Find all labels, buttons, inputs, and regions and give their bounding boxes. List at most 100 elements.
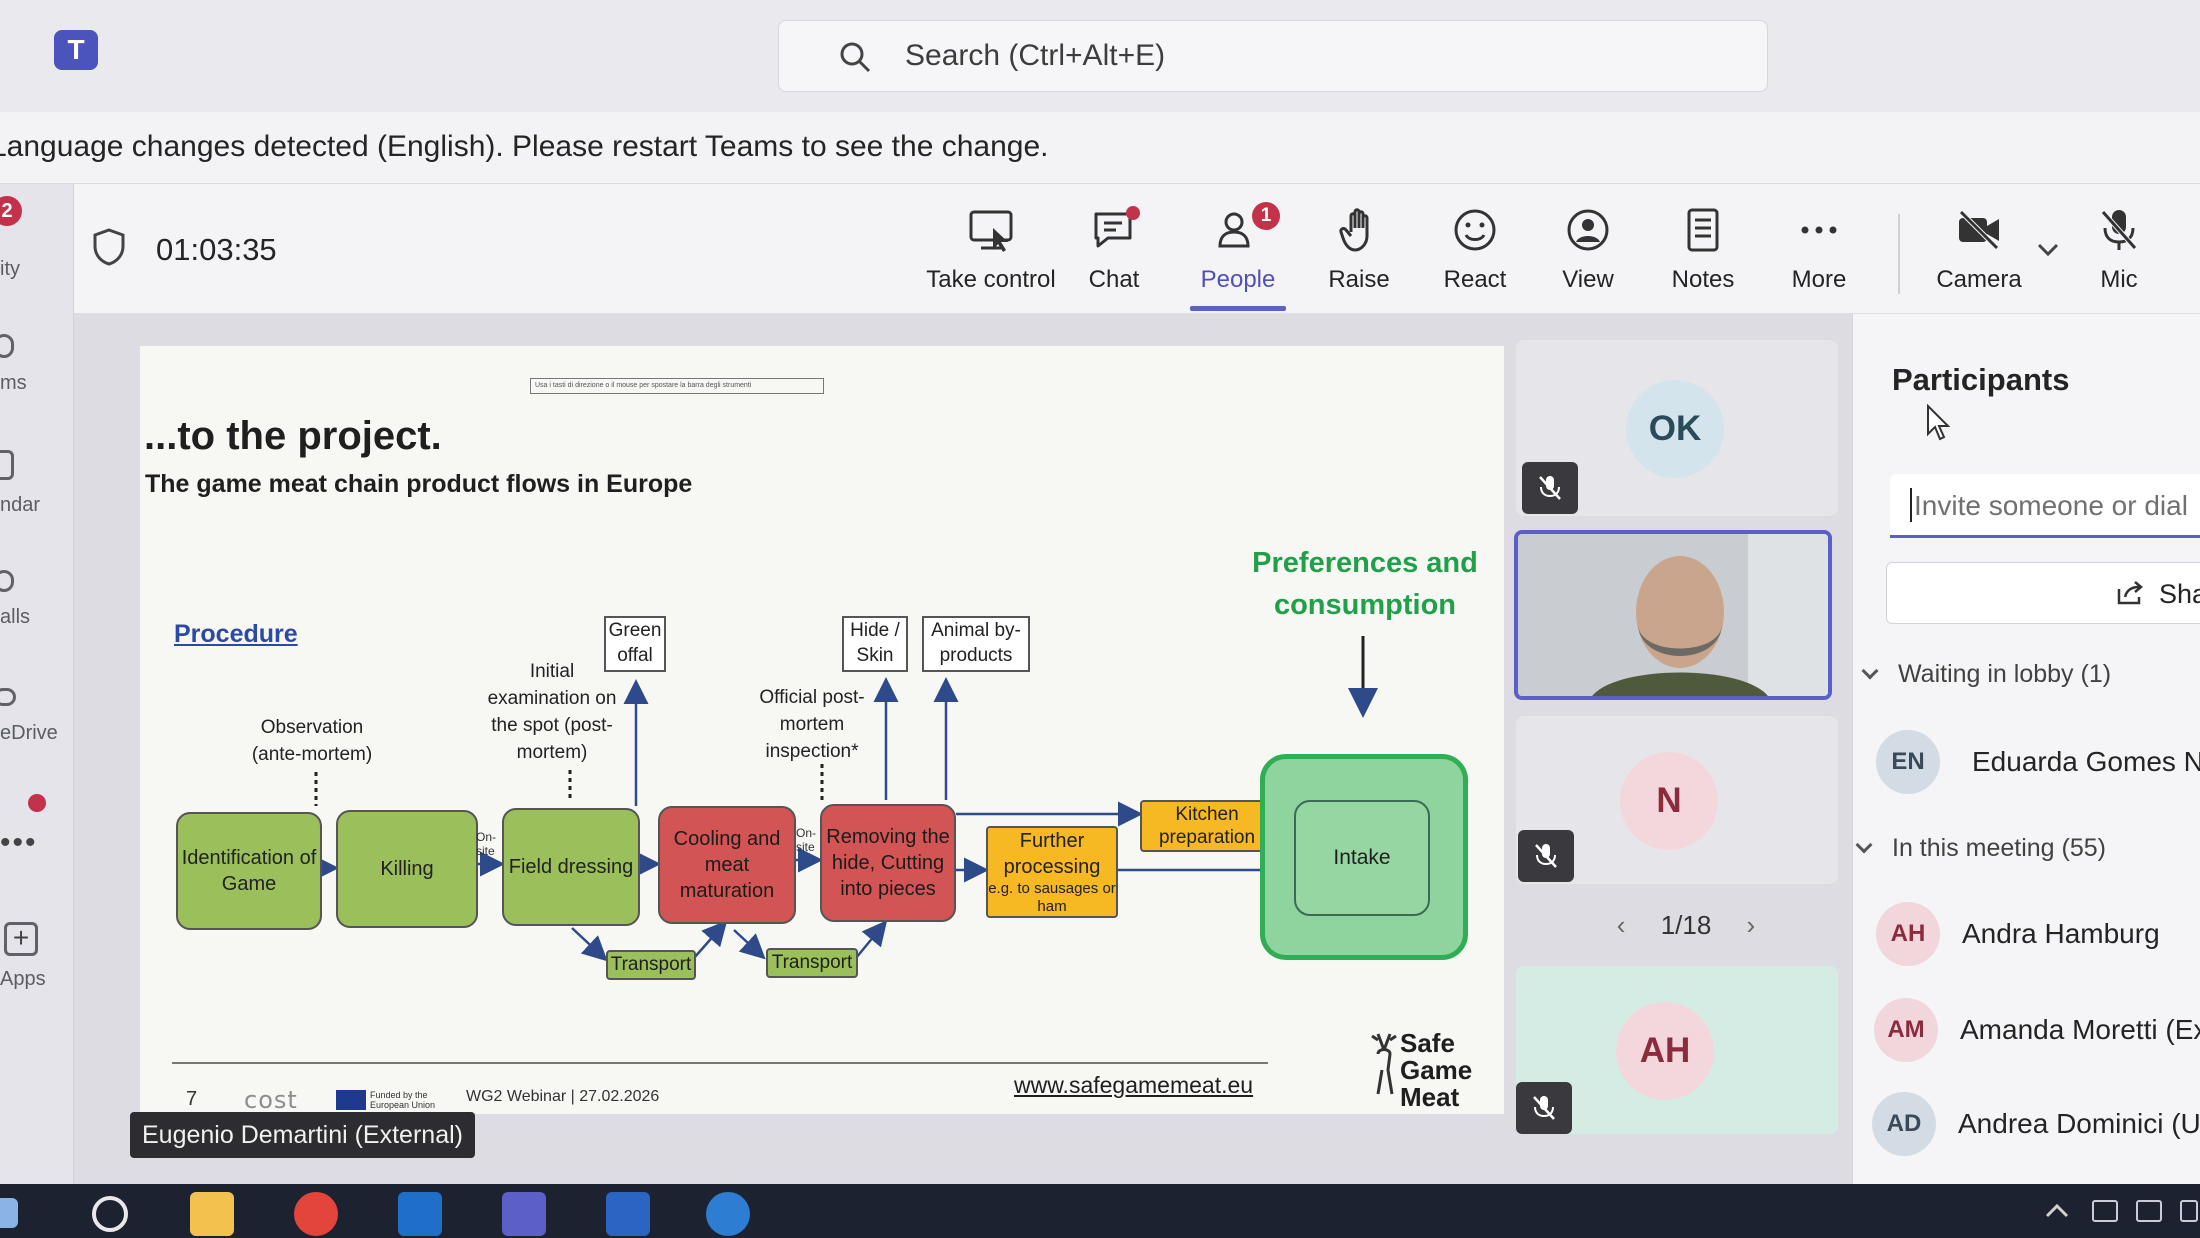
further-processing-label: Further processing: [1003, 830, 1101, 878]
muted-mic-icon: [1516, 1082, 1572, 1134]
meeting-label: In this meeting (55): [1892, 834, 2106, 862]
lobby-section-header[interactable]: Waiting in lobby (1): [1861, 660, 2112, 689]
title-bar: T Search (Ctrl+Alt+E): [0, 0, 2200, 112]
app-rail: 2 ity ms ndar alls eDrive ••• + Apps: [0, 184, 74, 1184]
preferences-label: Preferences and consumption: [1252, 547, 1478, 621]
invite-input[interactable]: Invite someone or dial: [1890, 474, 2200, 538]
rail-label-calendar: ndar: [0, 494, 41, 516]
more-label: More: [1791, 266, 1847, 293]
take-control-button[interactable]: Take control: [926, 206, 1056, 306]
rail-label-activity: ity: [0, 258, 20, 280]
file-explorer-icon[interactable]: [190, 1192, 234, 1236]
camera-options-chevron-icon[interactable]: [2036, 242, 2060, 258]
slide-title: ...to the project.: [144, 414, 442, 458]
avatar: EN: [1876, 730, 1940, 794]
share-label: Sha: [2159, 579, 2200, 609]
participant-row[interactable]: AD Andrea Dominici (Ur: [1872, 1092, 2200, 1156]
step-field-dressing: Field dressing: [502, 808, 640, 926]
volume-icon[interactable]: [2180, 1200, 2198, 1222]
edge-icon[interactable]: [706, 1192, 750, 1236]
meeting-section-header[interactable]: In this meeting (55): [1855, 834, 2106, 863]
meeting-toolbar: 01:03:35 Take control Chat 1 People Rais…: [74, 184, 2200, 314]
next-page-icon[interactable]: ›: [1746, 910, 1756, 940]
mic-button[interactable]: Mic: [2074, 206, 2164, 306]
output-animal-byproducts: Animal by-products: [922, 616, 1030, 672]
participant-row[interactable]: AM Amanda Moretti (Ex: [1874, 998, 2200, 1062]
step-removing-hide: Removing the hide, Cutting into pieces: [820, 804, 956, 922]
step-cooling: Cooling and meat maturation: [658, 806, 796, 924]
active-speaker-name: Eugenio Demartini (External): [130, 1112, 475, 1158]
rail-label-onedrive: eDrive: [0, 722, 58, 744]
camera-off-icon: [1959, 210, 1999, 250]
windows-start-icon[interactable]: [0, 1198, 18, 1228]
chat-label: Chat: [1088, 266, 1140, 293]
output-hide-skin: Hide / Skin: [842, 616, 908, 672]
phone-icon: [0, 570, 14, 592]
search-placeholder: Search (Ctrl+Alt+E): [905, 39, 1166, 72]
rail-item-apps[interactable]: + Apps: [0, 922, 74, 990]
meeting-timer: 01:03:35: [156, 232, 277, 267]
procedure-label: Procedure: [174, 620, 298, 648]
participant-row[interactable]: AH Andra Hamburg: [1876, 902, 2200, 966]
rail-item-calls[interactable]: alls: [0, 570, 74, 628]
word-icon[interactable]: [606, 1192, 650, 1236]
rail-item-calendar[interactable]: ndar: [0, 450, 74, 516]
output-green-offal: Green offal: [604, 616, 666, 672]
participant-tile-ok[interactable]: OK: [1516, 340, 1838, 516]
notes-button[interactable]: Notes: [1658, 206, 1748, 306]
slide-toolbar-hint: Usa i tasti di direzione o il mouse per …: [530, 378, 824, 394]
muted-mic-icon: [1518, 830, 1574, 882]
share-icon: [2117, 581, 2143, 605]
lobby-participant[interactable]: EN Eduarda Gomes Ne: [1876, 730, 2200, 794]
invite-placeholder: Invite someone or dial: [1914, 490, 2188, 521]
view-button[interactable]: View: [1548, 206, 1628, 306]
slide-footer-line: [172, 1062, 1268, 1064]
raise-hand-button[interactable]: Raise: [1314, 206, 1404, 306]
teams-icon[interactable]: T: [54, 30, 98, 70]
language-banner: Language changes detected (English). Ple…: [0, 112, 2200, 184]
more-button[interactable]: More: [1774, 206, 1864, 306]
previous-page-icon[interactable]: ‹: [1616, 910, 1626, 940]
activity-badge: 2: [0, 196, 22, 226]
further-processing-example: e.g. to sausages or ham: [988, 880, 1116, 915]
mouse-cursor-icon: [1927, 404, 1950, 441]
people-button[interactable]: 1 People: [1188, 202, 1288, 306]
teams-taskbar-icon[interactable]: [502, 1192, 546, 1236]
more-apps-icon[interactable]: •••: [0, 826, 38, 859]
cost-logo: cost: [244, 1086, 298, 1114]
share-invite-button[interactable]: Sha: [1886, 562, 2200, 624]
search-box[interactable]: Search (Ctrl+Alt+E): [778, 20, 1768, 92]
chevron-up-icon[interactable]: [2044, 1202, 2070, 1220]
eu-flag-icon: [336, 1090, 366, 1110]
outlook-icon[interactable]: [398, 1192, 442, 1236]
participant-name: Andrea Dominici (Ur: [1958, 1108, 2200, 1139]
chat-unread-dot: [1126, 206, 1140, 220]
step-identification: Identification of Game: [176, 812, 322, 930]
react-button[interactable]: React: [1430, 206, 1520, 306]
rail-item-onedrive[interactable]: eDrive: [0, 688, 74, 744]
chat-button[interactable]: Chat: [1074, 206, 1154, 306]
avatar: AH: [1616, 1002, 1714, 1100]
battery-icon[interactable]: [2136, 1200, 2162, 1222]
rail-item-teams[interactable]: ms: [0, 334, 74, 394]
raise-label: Raise: [1328, 266, 1390, 293]
participant-tile-ah[interactable]: AH: [1516, 966, 1838, 1134]
search-icon[interactable]: [92, 1196, 128, 1232]
windows-taskbar: [0, 1184, 2200, 1238]
camera-button[interactable]: Camera: [1924, 206, 2034, 306]
rail-item-activity[interactable]: ity: [0, 258, 74, 281]
participants-title: Participants: [1892, 362, 2070, 397]
onsite-label-2: On-site: [796, 826, 817, 854]
network-icon[interactable]: [2092, 1200, 2118, 1222]
chrome-icon[interactable]: [294, 1192, 338, 1236]
participant-tile-n[interactable]: N: [1516, 716, 1838, 884]
tile-pager: ‹ 1/18 ›: [1596, 910, 1776, 941]
add-apps-icon: +: [4, 922, 38, 956]
step-killing: Killing: [336, 810, 478, 928]
speaker-video[interactable]: [1514, 530, 1832, 700]
cloud-icon: [0, 688, 16, 706]
view-label: View: [1562, 266, 1614, 293]
lobby-label: Waiting in lobby (1): [1898, 660, 2112, 688]
slide-url: www.safegamemeat.eu: [1014, 1072, 1254, 1098]
slide-page-number: 7: [186, 1088, 198, 1110]
